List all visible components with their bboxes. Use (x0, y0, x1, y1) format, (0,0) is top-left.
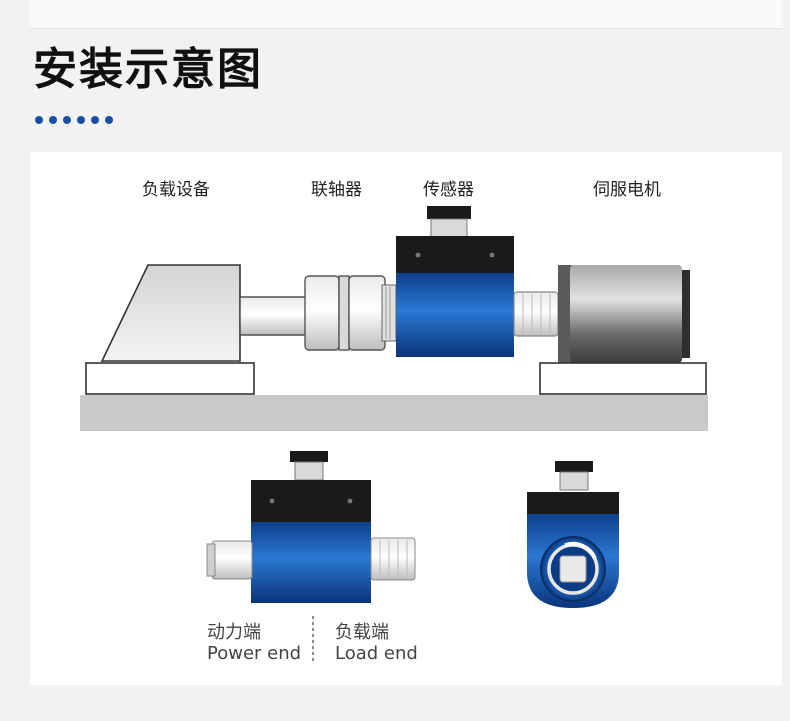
installation-diagram-panel: 负载设备 联轴器 传感器 伺服电机 动力端 Power end 负载端 Load… (30, 152, 782, 685)
label-servo-motor: 伺服电机 (593, 180, 661, 200)
floor-plate (80, 395, 708, 431)
label-load-end-en: Load end (335, 643, 418, 664)
title-dots-decoration (35, 116, 113, 124)
load-equipment-body (100, 264, 241, 362)
installation-diagram (80, 206, 708, 662)
label-load-equipment: 负载设备 (142, 180, 210, 200)
servo-motor-base (539, 362, 707, 395)
sensor-end-view (527, 461, 619, 608)
servo-motor (558, 265, 690, 363)
coupling (304, 275, 397, 351)
sensor-output-shaft (513, 291, 559, 337)
label-sensor: 传感器 (423, 180, 474, 200)
label-load-end-zh: 负载端 (335, 622, 389, 643)
top-strip (30, 0, 782, 29)
label-power-end-en: Power end (207, 643, 302, 664)
load-shaft (239, 296, 307, 336)
torque-sensor (396, 206, 514, 357)
page-title: 安装示意图 (33, 44, 263, 95)
label-coupling: 联轴器 (311, 180, 362, 200)
label-power-end-zh: 动力端 (207, 622, 261, 643)
load-equipment-base (85, 362, 255, 395)
sensor-side-view (206, 451, 416, 603)
